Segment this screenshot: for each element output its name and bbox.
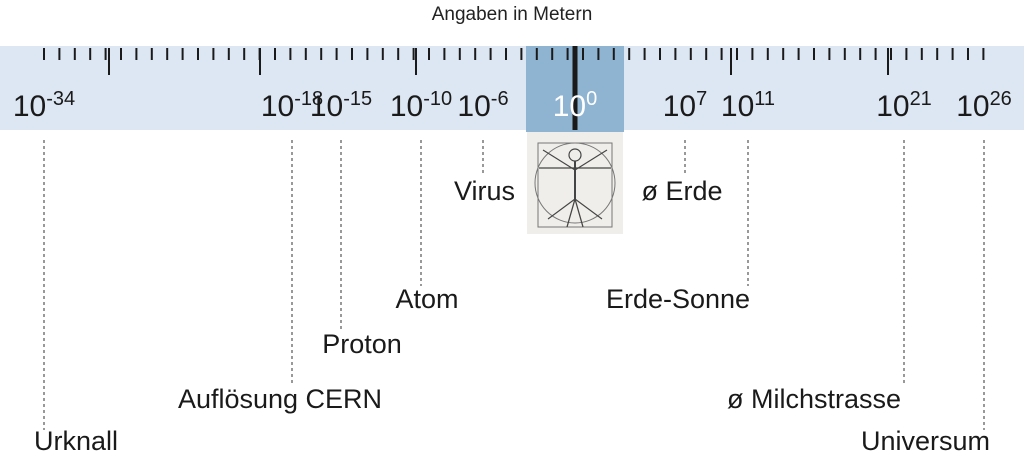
- exponent-power: -34: [46, 88, 75, 110]
- exponent-power: 7: [696, 88, 707, 110]
- object-label: Urknall: [34, 426, 118, 456]
- exponent-power: 11: [754, 88, 775, 110]
- exponent-base: 10: [457, 90, 490, 123]
- scale-caption: Angaben in Metern: [431, 4, 593, 25]
- exponent-base: 10: [663, 90, 696, 123]
- object-label: ø Milchstrasse: [727, 384, 901, 414]
- object-label: Auflösung CERN: [178, 384, 382, 414]
- object-label: Virus: [454, 176, 515, 206]
- exponent-label: 10-18: [261, 88, 323, 123]
- object-labels: Urknall Auflösung CERN Proton Atom Virus ø Er…: [34, 176, 990, 456]
- leader-lines: [43, 140, 985, 430]
- exponent-label: 10-10: [390, 88, 452, 123]
- exponent-power: -6: [491, 88, 509, 110]
- exponent-label: 107: [663, 88, 708, 123]
- exponent-label: 1026: [956, 88, 1012, 123]
- exponent-label: 1021: [876, 88, 932, 123]
- exponent-base: 10: [721, 90, 754, 123]
- exponent-power: -15: [343, 88, 372, 110]
- exponent-base: 10: [261, 90, 294, 123]
- object-label: Proton: [322, 329, 402, 359]
- exponent-base: 10: [390, 90, 423, 123]
- exponent-power: 26: [990, 88, 1012, 110]
- object-label: Atom: [395, 284, 458, 314]
- object-label: Erde-Sonne: [606, 284, 750, 314]
- exponent-label: 10-15: [310, 88, 372, 123]
- tick-marks: [43, 46, 985, 130]
- exponent-base: 10: [553, 90, 586, 123]
- exponent-power: -10: [423, 88, 452, 110]
- exponent-base: 10: [310, 90, 343, 123]
- object-label: Universum: [861, 426, 990, 456]
- object-label: ø Erde: [641, 176, 722, 206]
- exponent-label: 100: [553, 88, 598, 123]
- exponent-base: 10: [876, 90, 909, 123]
- exponent-label: 1011: [721, 88, 775, 123]
- exponent-base: 10: [956, 90, 989, 123]
- scale-band: [0, 46, 1024, 130]
- exponent-base: 10: [13, 90, 46, 123]
- vitruvian-man-icon: [527, 132, 623, 234]
- exponent-label: 10-34: [13, 88, 75, 123]
- exponent-power: 21: [910, 88, 932, 110]
- exponent-label: 10-6: [457, 88, 508, 123]
- exponent-power: -18: [294, 88, 323, 110]
- exponent-power: 0: [586, 88, 597, 110]
